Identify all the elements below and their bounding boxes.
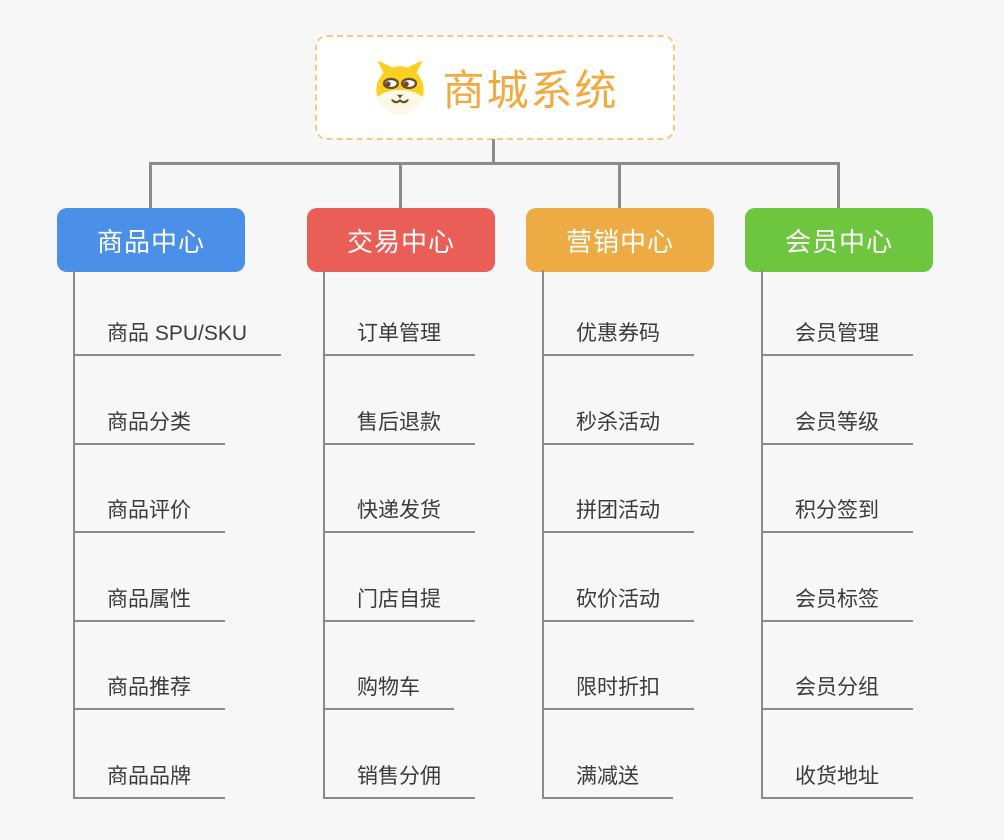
child-topic[interactable]: 会员管理 bbox=[761, 268, 913, 356]
connector-bus bbox=[149, 162, 840, 165]
child-topic[interactable]: 售后退款 bbox=[323, 356, 475, 445]
child-topic[interactable]: 门店自提 bbox=[323, 533, 475, 622]
child-topic[interactable]: 订单管理 bbox=[323, 268, 475, 356]
branch-rail-1 bbox=[73, 270, 75, 799]
child-topic[interactable]: 商品属性 bbox=[73, 533, 225, 622]
dog-face-icon bbox=[371, 59, 429, 117]
connector-drop-3 bbox=[618, 162, 621, 210]
child-topic[interactable]: 秒杀活动 bbox=[542, 356, 694, 445]
child-topic[interactable]: 快递发货 bbox=[323, 445, 475, 533]
child-topic[interactable]: 拼团活动 bbox=[542, 445, 694, 533]
child-topic[interactable]: 商品分类 bbox=[73, 356, 225, 445]
child-topic[interactable]: 优惠券码 bbox=[542, 268, 694, 356]
child-topic[interactable]: 商品品牌 bbox=[73, 710, 225, 799]
branch-children-trade: 订单管理售后退款快递发货门店自提购物车销售分佣 bbox=[323, 268, 475, 799]
child-topic[interactable]: 商品评价 bbox=[73, 445, 225, 533]
branch-rail-3 bbox=[542, 270, 544, 799]
child-topic[interactable]: 会员标签 bbox=[761, 533, 913, 622]
child-topic[interactable]: 商品推荐 bbox=[73, 622, 225, 710]
branch-rail-4 bbox=[761, 270, 763, 799]
connector-drop-4 bbox=[837, 162, 840, 210]
child-topic[interactable]: 销售分佣 bbox=[323, 710, 475, 799]
root-topic-label: 商城系统 bbox=[442, 67, 619, 114]
branch-rail-2 bbox=[323, 270, 325, 799]
branch-children-marketing: 优惠券码秒杀活动拼团活动砍价活动限时折扣满减送 bbox=[542, 268, 694, 799]
branch-topic-members[interactable]: 会员中心 bbox=[745, 208, 933, 272]
child-topic[interactable]: 会员等级 bbox=[761, 356, 913, 445]
connector-drop-1 bbox=[149, 162, 152, 210]
child-topic[interactable]: 收货地址 bbox=[761, 710, 913, 799]
child-topic[interactable]: 会员分组 bbox=[761, 622, 913, 710]
child-topic[interactable]: 限时折扣 bbox=[542, 622, 694, 710]
child-topic[interactable]: 积分签到 bbox=[761, 445, 913, 533]
branch-topic-trade[interactable]: 交易中心 bbox=[307, 208, 495, 272]
child-topic[interactable]: 满减送 bbox=[542, 710, 673, 799]
branch-children-members: 会员管理会员等级积分签到会员标签会员分组收货地址 bbox=[761, 268, 913, 799]
branch-topic-marketing[interactable]: 营销中心 bbox=[526, 208, 714, 272]
child-topic[interactable]: 购物车 bbox=[323, 622, 454, 710]
connector-root-stem bbox=[492, 139, 495, 164]
root-topic[interactable]: 商城系统 bbox=[315, 35, 675, 140]
child-topic[interactable]: 商品 SPU/SKU bbox=[73, 268, 282, 356]
branch-topic-products[interactable]: 商品中心 bbox=[57, 208, 245, 272]
connector-drop-2 bbox=[399, 162, 402, 210]
child-topic[interactable]: 砍价活动 bbox=[542, 533, 694, 622]
